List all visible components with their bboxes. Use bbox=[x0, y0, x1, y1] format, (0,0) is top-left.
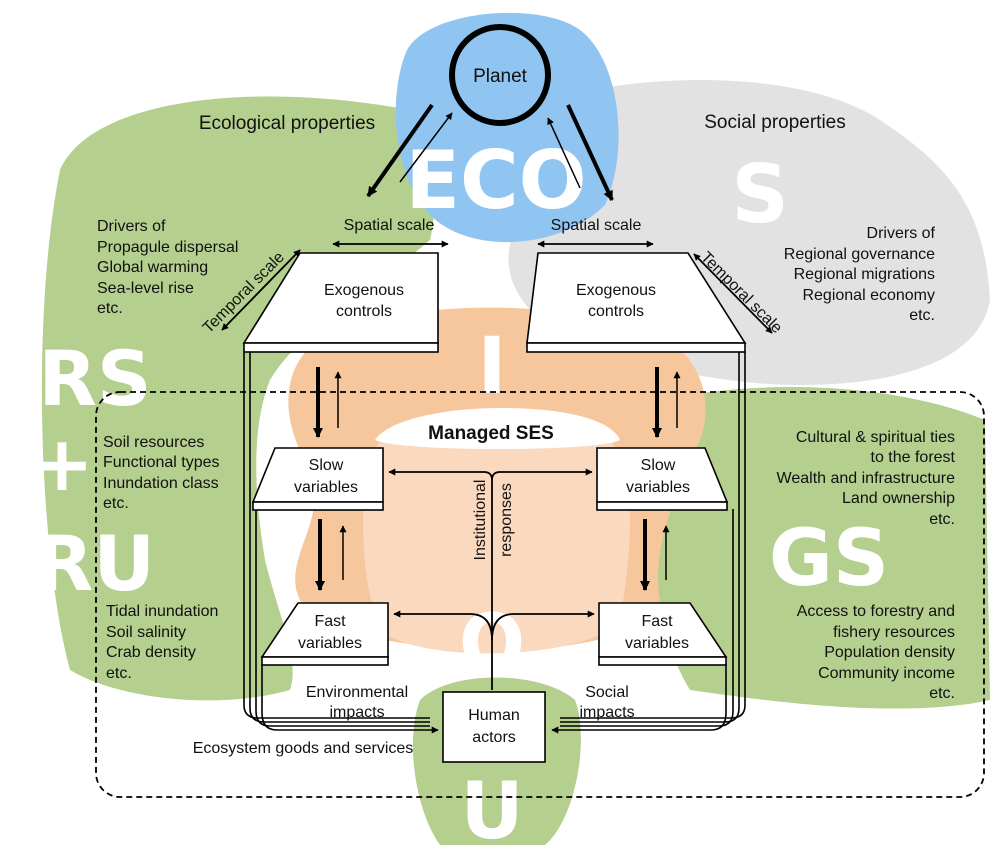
planet-ring bbox=[449, 24, 551, 126]
left-fast-examples: Tidal inundation Soil salinity Crab dens… bbox=[106, 603, 218, 682]
temporal-scale-left-arrow bbox=[221, 249, 301, 331]
svg-text:Inundation class: Inundation class bbox=[103, 475, 219, 492]
spatial-scale-left-label: Spatial scale bbox=[344, 217, 435, 234]
svg-text:etc.: etc. bbox=[97, 300, 123, 317]
svg-text:controls: controls bbox=[336, 303, 392, 320]
right-fast-examples: Access to forestry and fishery resources… bbox=[797, 603, 955, 702]
svg-text:Global warming: Global warming bbox=[97, 259, 208, 276]
plus-label: + bbox=[30, 419, 94, 508]
svg-text:Human: Human bbox=[468, 707, 520, 724]
svg-text:Exogenous: Exogenous bbox=[576, 282, 656, 299]
svg-text:etc.: etc. bbox=[106, 665, 132, 682]
svg-text:Tidal inundation: Tidal inundation bbox=[106, 603, 218, 620]
svg-text:etc.: etc. bbox=[929, 685, 955, 702]
planet-to-social-arrow bbox=[566, 104, 614, 201]
i-label: I bbox=[477, 322, 506, 412]
rs-label: RS bbox=[38, 334, 151, 423]
svg-text:Propagule dispersal: Propagule dispersal bbox=[97, 239, 238, 256]
s-label: S bbox=[731, 148, 789, 241]
slow-variables-left: Slow variables bbox=[251, 447, 384, 511]
exogenous-controls-right: Exogenous controls bbox=[526, 252, 747, 353]
svg-text:Regional governance: Regional governance bbox=[784, 246, 935, 263]
right-drivers-list: Drivers of Regional governance Regional … bbox=[784, 225, 936, 324]
svg-text:Fast: Fast bbox=[314, 613, 346, 630]
svg-text:actors: actors bbox=[472, 729, 516, 746]
social-to-planet-arrow bbox=[547, 117, 581, 189]
right-feedback-lines bbox=[551, 352, 746, 734]
gs-label: GS bbox=[769, 514, 889, 604]
spatial-scale-right-label: Spatial scale bbox=[551, 217, 642, 234]
ecosystem-goods-label: Ecosystem goods and services bbox=[193, 740, 414, 757]
svg-text:Social: Social bbox=[585, 684, 629, 701]
svg-text:Drivers of: Drivers of bbox=[867, 225, 936, 242]
environmental-impacts-label: Environmental impacts bbox=[306, 684, 408, 721]
svg-text:variables: variables bbox=[626, 479, 690, 496]
svg-text:Drivers of: Drivers of bbox=[97, 218, 166, 235]
institutional-label-line1: Institutional bbox=[472, 480, 489, 561]
svg-text:Sea-level rise: Sea-level rise bbox=[97, 280, 194, 297]
svg-text:etc.: etc. bbox=[909, 307, 935, 324]
svg-text:Soil resources: Soil resources bbox=[103, 434, 204, 451]
u-label: U bbox=[460, 767, 523, 845]
managed-ses-title: Managed SES bbox=[428, 423, 554, 444]
svg-text:Slow: Slow bbox=[309, 457, 344, 474]
exogenous-controls-left: Exogenous controls bbox=[242, 252, 439, 353]
fast-variables-left: Fast variables bbox=[260, 602, 389, 666]
svg-text:controls: controls bbox=[588, 303, 644, 320]
svg-text:Soil salinity: Soil salinity bbox=[106, 624, 186, 641]
slow-variables-right: Slow variables bbox=[596, 447, 729, 511]
svg-text:Regional migrations: Regional migrations bbox=[794, 266, 935, 283]
svg-text:impacts: impacts bbox=[579, 704, 634, 721]
ecological-properties-title: Ecological properties bbox=[199, 113, 375, 134]
social-properties-title: Social properties bbox=[704, 112, 846, 133]
svg-text:Community income: Community income bbox=[818, 665, 955, 682]
svg-text:impacts: impacts bbox=[329, 704, 384, 721]
svg-text:etc.: etc. bbox=[103, 495, 129, 512]
managed-ses-boundary bbox=[95, 391, 985, 798]
human-actors-box: Human actors bbox=[442, 691, 546, 763]
svg-text:Fast: Fast bbox=[641, 613, 673, 630]
svg-text:etc.: etc. bbox=[929, 511, 955, 528]
svg-text:Cultural & spiritual ties: Cultural & spiritual ties bbox=[796, 429, 955, 446]
svg-text:fishery resources: fishery resources bbox=[833, 624, 955, 641]
governance-system-region bbox=[651, 387, 990, 709]
svg-text:Regional economy: Regional economy bbox=[802, 287, 935, 304]
svg-text:Land ownership: Land ownership bbox=[842, 490, 955, 507]
managed-ses-area bbox=[375, 408, 620, 449]
social-impacts-label: Social impacts bbox=[579, 684, 634, 721]
svg-text:to the forest: to the forest bbox=[871, 449, 956, 466]
planet-to-eco-arrow bbox=[366, 103, 434, 198]
left-drivers-list: Drivers of Propagule dispersal Global wa… bbox=[97, 218, 238, 317]
outcomes-region bbox=[363, 413, 630, 654]
svg-text:Functional types: Functional types bbox=[103, 454, 220, 471]
svg-text:Population density: Population density bbox=[824, 644, 955, 661]
left-slow-examples: Soil resources Functional types Inundati… bbox=[103, 434, 220, 512]
svg-text:Environmental: Environmental bbox=[306, 684, 408, 701]
right-slow-examples: Cultural & spiritual ties to the forest … bbox=[777, 429, 956, 528]
institutional-label-line2: responses bbox=[498, 483, 515, 557]
svg-text:variables: variables bbox=[294, 479, 358, 496]
institutional-response-arrows bbox=[388, 468, 595, 690]
eco-label: ECO bbox=[405, 134, 586, 227]
ru-label: RU bbox=[35, 519, 155, 608]
svg-text:Crab density: Crab density bbox=[106, 644, 196, 661]
svg-text:Wealth and infrastructure: Wealth and infrastructure bbox=[777, 470, 956, 487]
svg-text:variables: variables bbox=[625, 635, 689, 652]
left-feedback-lines bbox=[243, 352, 439, 734]
eco-to-planet-arrow bbox=[399, 112, 453, 183]
planet-label: Planet bbox=[473, 66, 528, 87]
temporal-scale-right-arrow bbox=[693, 253, 773, 334]
svg-text:Exogenous: Exogenous bbox=[324, 282, 404, 299]
svg-text:Slow: Slow bbox=[641, 457, 676, 474]
svg-text:Access to forestry and: Access to forestry and bbox=[797, 603, 955, 620]
svg-text:variables: variables bbox=[298, 635, 362, 652]
fast-variables-right: Fast variables bbox=[598, 602, 728, 666]
